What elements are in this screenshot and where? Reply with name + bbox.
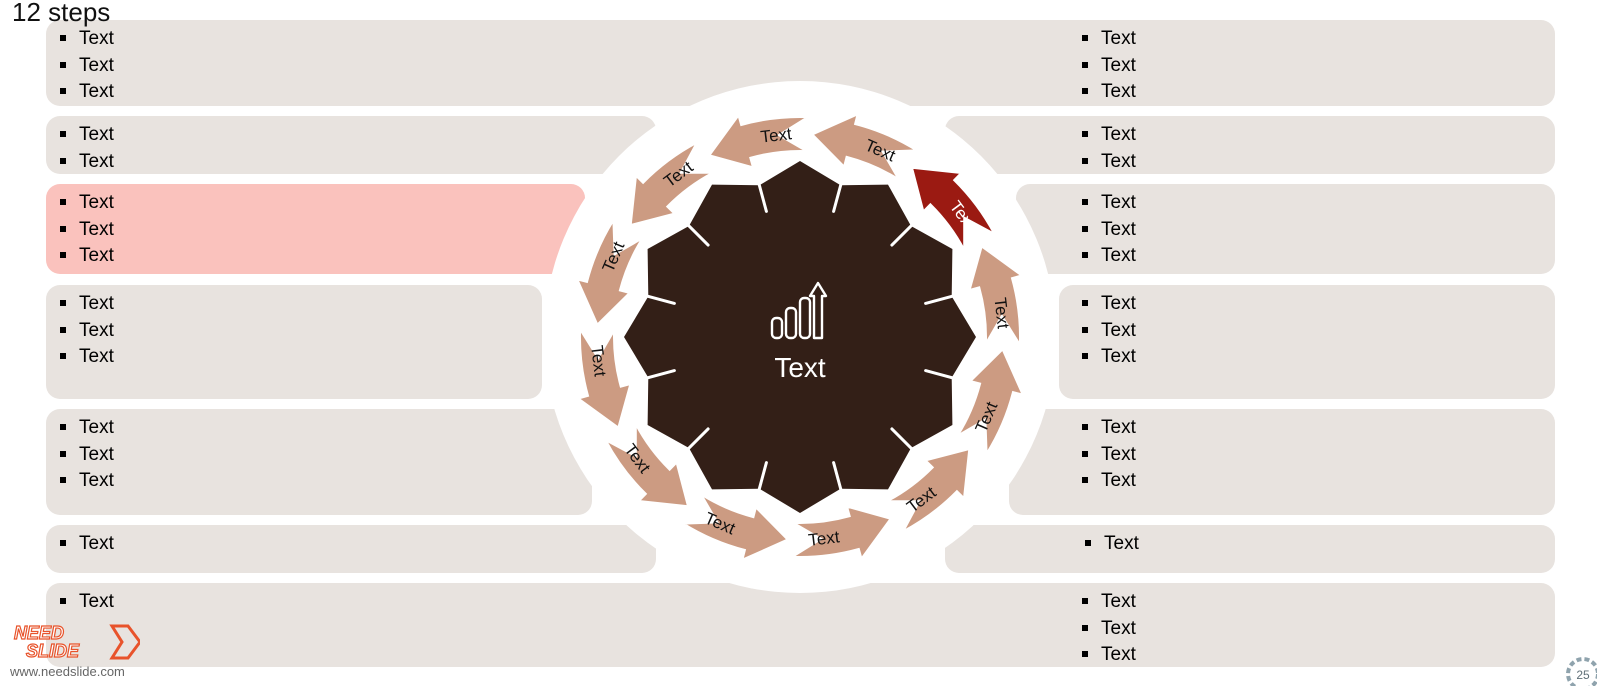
list-item: Text <box>1080 291 1136 318</box>
step-arrow[interactable] <box>910 166 997 251</box>
panel-left-3-active[interactable] <box>46 184 585 274</box>
chart-growth-icon <box>770 281 828 340</box>
hub-divider <box>672 427 710 465</box>
panel-right-6-list: Text <box>1083 531 1139 558</box>
panel-bottom-wide[interactable] <box>46 583 1555 667</box>
panel-right-5-list: Text Text Text <box>1080 415 1136 495</box>
hub-divider <box>752 461 768 511</box>
center-label: Text <box>774 352 826 383</box>
panel-left-4-list: Text Text Text <box>58 291 114 371</box>
slide-title: 12 steps <box>12 0 111 27</box>
needslide-logo: NEED SLIDE <box>12 622 142 669</box>
step-arrow-ring: TextTextTextTextTextTextTextTextTextText… <box>575 112 1025 562</box>
panel-right-6[interactable] <box>945 525 1555 573</box>
panel-left-5-list: Text Text Text <box>58 415 114 495</box>
panel-left-7-list: Text <box>58 589 114 616</box>
logo-line-2: SLIDE <box>26 641 80 661</box>
list-item: Text <box>1080 79 1136 106</box>
panel-left-6-list: Text <box>58 531 114 558</box>
list-item: Text <box>1080 53 1136 80</box>
step-arrow[interactable] <box>810 112 920 181</box>
step-arrow[interactable] <box>629 140 714 227</box>
panel-right-2[interactable] <box>945 116 1555 174</box>
panel-right-3-list: Text Text Text <box>1080 190 1136 270</box>
panel-right-4-list: Text Text Text <box>1080 291 1136 371</box>
list-item: Text <box>58 318 114 345</box>
list-item: Text <box>58 589 114 616</box>
list-item: Text <box>58 217 114 244</box>
step-label: Text <box>807 527 840 550</box>
list-item: Text <box>1080 26 1136 53</box>
hub-divider <box>890 209 928 247</box>
list-item: Text <box>1080 243 1136 270</box>
list-item: Text <box>1080 318 1136 345</box>
step-label: Text <box>587 344 610 377</box>
panel-left-2[interactable] <box>46 116 656 174</box>
list-item: Text <box>1080 589 1136 616</box>
list-item: Text <box>1080 642 1136 669</box>
step-arrow[interactable] <box>707 113 812 169</box>
list-item: Text <box>1083 531 1139 558</box>
step-arrow[interactable] <box>788 505 893 561</box>
footer-url: www.needslide.com <box>10 664 125 679</box>
list-item: Text <box>58 442 114 469</box>
list-item: Text <box>1080 149 1136 176</box>
panel-left-1-list: Text Text Text <box>58 26 114 106</box>
panel-right-1-list: Text Text Text <box>1080 26 1136 106</box>
hub-divider <box>924 289 974 305</box>
step-arrow[interactable] <box>968 244 1024 349</box>
panel-right-5[interactable] <box>1009 409 1555 515</box>
list-item: Text <box>58 291 114 318</box>
list-item: Text <box>58 26 114 53</box>
list-item: Text <box>58 122 114 149</box>
step-label: Text <box>990 297 1013 330</box>
hub-divider <box>832 461 848 511</box>
hub-divider <box>890 427 928 465</box>
hub-divider <box>626 369 676 385</box>
panel-right-4[interactable] <box>1059 285 1555 399</box>
list-item: Text <box>58 149 114 176</box>
panel-left-6[interactable] <box>46 525 656 573</box>
panel-left-2-list: Text Text <box>58 122 114 175</box>
step-arrow[interactable] <box>886 447 971 534</box>
list-item: Text <box>58 531 114 558</box>
logo-chevron-icon <box>109 624 142 660</box>
panel-left-5[interactable] <box>46 409 592 515</box>
step-arrow[interactable] <box>576 325 632 430</box>
step-arrow[interactable] <box>956 347 1025 457</box>
panel-left-4[interactable] <box>46 285 542 399</box>
list-item: Text <box>1080 415 1136 442</box>
hub-divider <box>924 369 974 385</box>
hub-divider <box>672 209 710 247</box>
hub-divider <box>752 163 768 213</box>
list-item: Text <box>1080 616 1136 643</box>
page-number: 25 <box>1576 668 1590 682</box>
panel-right-2-list: Text Text <box>1080 122 1136 175</box>
list-item: Text <box>58 344 114 371</box>
list-item: Text <box>58 53 114 80</box>
panel-left-3-list: Text Text Text <box>58 190 114 270</box>
list-item: Text <box>58 190 114 217</box>
list-item: Text <box>1080 442 1136 469</box>
list-item: Text <box>58 243 114 270</box>
panel-right-3[interactable] <box>1016 184 1555 274</box>
step-arrow[interactable] <box>603 423 690 508</box>
list-item: Text <box>58 468 114 495</box>
hub-divider <box>626 289 676 305</box>
step-arrow[interactable] <box>575 217 644 327</box>
logo-line-1: NEED <box>14 623 64 643</box>
list-item: Text <box>1080 344 1136 371</box>
step-label: Text <box>760 124 793 147</box>
hub-divider <box>832 163 848 213</box>
list-item: Text <box>1080 468 1136 495</box>
list-item: Text <box>58 415 114 442</box>
list-item: Text <box>58 79 114 106</box>
panel-right-7-list: Text Text Text <box>1080 589 1136 669</box>
page-number-badge: 25 <box>1563 654 1600 691</box>
step-arrow[interactable] <box>680 493 790 562</box>
list-item: Text <box>1080 122 1136 149</box>
list-item: Text <box>1080 190 1136 217</box>
list-item: Text <box>1080 217 1136 244</box>
